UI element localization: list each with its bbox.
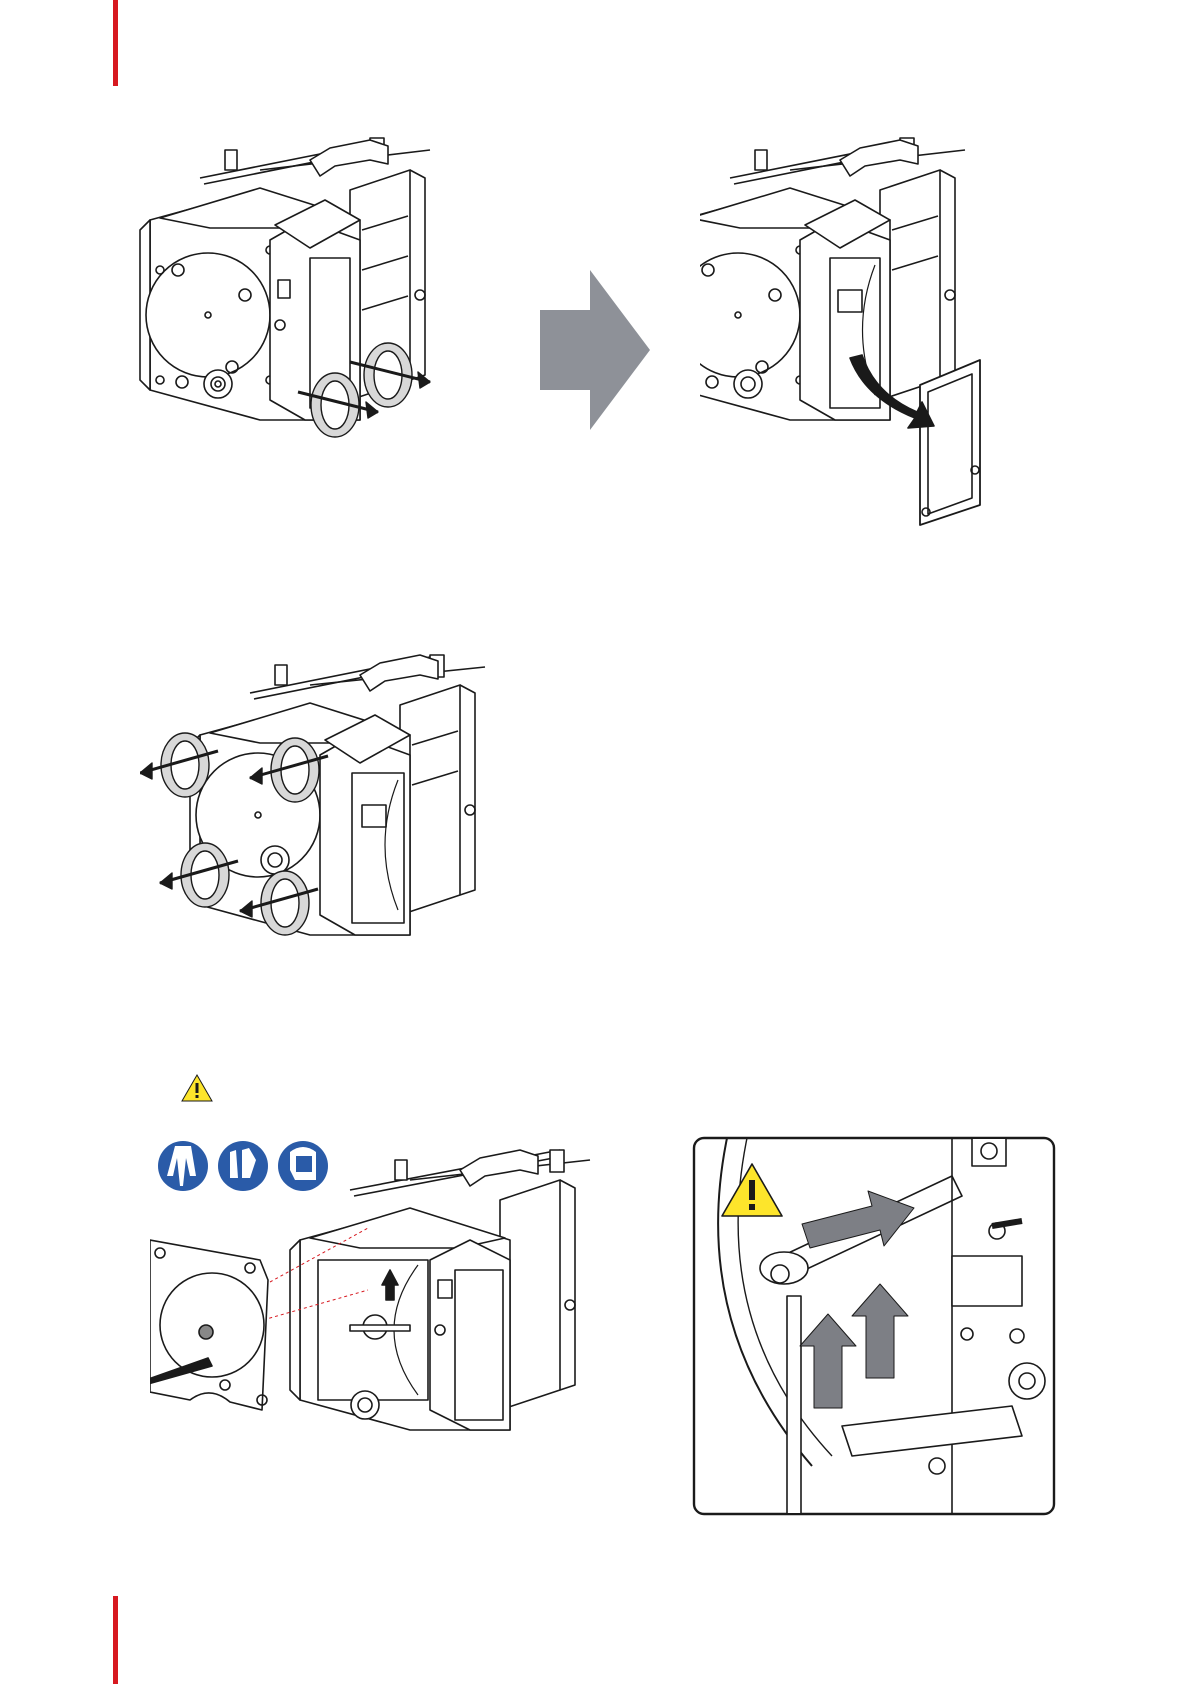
face-shield-icon: [278, 1141, 328, 1191]
protective-gloves-icon: [218, 1141, 268, 1191]
figure-detail-lift-lamp: [692, 1136, 1056, 1516]
grey-right-arrow-icon: [540, 270, 650, 430]
figure-loosen-side-cover: [130, 130, 470, 480]
page-accent-bar-bottom: [113, 1596, 118, 1684]
protective-clothing-icon: [158, 1141, 208, 1191]
warning-icon: [180, 1073, 214, 1103]
transition-arrow: [540, 270, 650, 430]
page-accent-bar-top: [113, 0, 118, 86]
figure-remove-side-cover: [700, 130, 1030, 570]
figure-loosen-front-plate: [140, 645, 520, 995]
figure-remove-front-plate: [150, 1130, 640, 1530]
